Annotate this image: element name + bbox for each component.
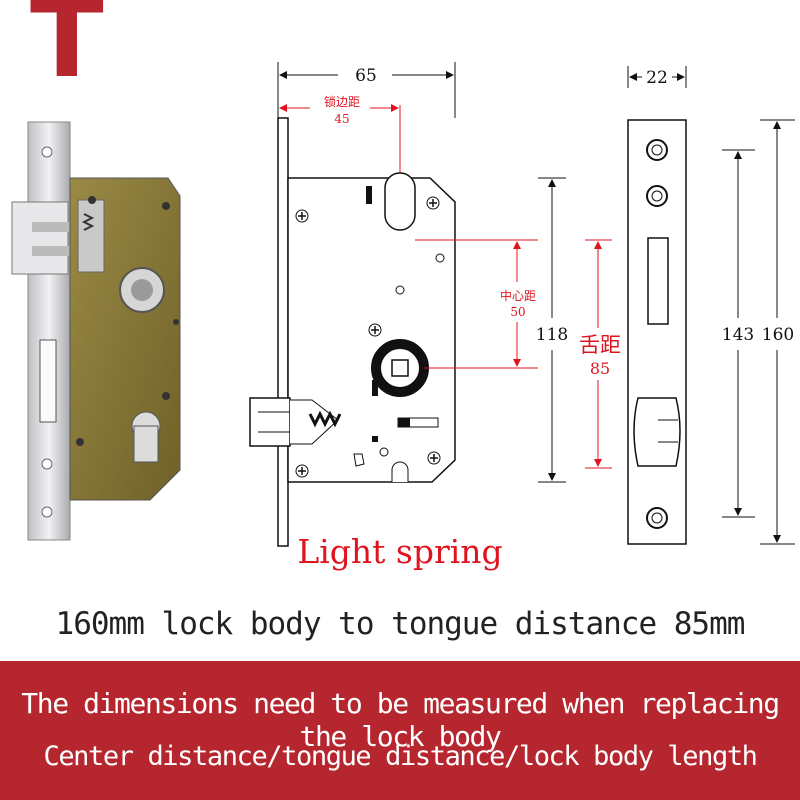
body-height-label: 118 bbox=[536, 325, 568, 345]
width-total-label: 65 bbox=[355, 66, 377, 86]
banner-line-1: The dimensions need to be measured when … bbox=[21, 687, 780, 753]
product-subtitle: 160mm lock body to tongue distance 85mm bbox=[55, 606, 746, 642]
faceplate-outer-label: 160 bbox=[762, 325, 794, 345]
tongue-distance-label: 舌距 bbox=[579, 333, 621, 357]
brand-logo-letter: T bbox=[30, 0, 104, 102]
center-distance-label: 中心距 bbox=[500, 288, 536, 303]
lock-body-photo bbox=[11, 121, 181, 541]
spring-label: Light spring bbox=[297, 532, 503, 571]
center-distance-value: 50 bbox=[510, 305, 525, 319]
info-banner: The dimensions need to be measured when … bbox=[0, 661, 800, 800]
faceplate-inner-label: 143 bbox=[722, 325, 754, 345]
backset-label: 锁边距 bbox=[324, 94, 360, 109]
banner-line-2: Center distance/tongue distance/lock bod… bbox=[43, 741, 757, 772]
faceplate-width-label: 22 bbox=[646, 68, 668, 88]
backset-value: 45 bbox=[334, 112, 349, 126]
dimension-diagram: 65 锁边距 45 中心距 50 bbox=[249, 62, 795, 547]
tongue-distance-value: 85 bbox=[590, 359, 610, 378]
